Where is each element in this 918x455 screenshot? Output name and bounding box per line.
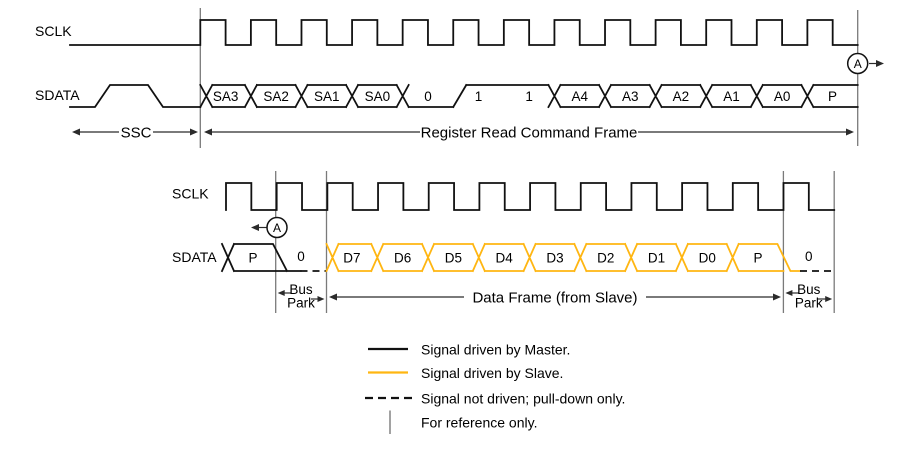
bus-cell-label-SA1: SA1 bbox=[314, 89, 340, 104]
slave-cell-label-D4: D4 bbox=[496, 251, 514, 266]
bus-cell-label-A0: A0 bbox=[774, 89, 791, 104]
branch-circle-top bbox=[846, 52, 869, 75]
master-park-cell-label: P bbox=[248, 251, 257, 266]
branch-marker-top: A bbox=[846, 52, 884, 75]
sdata-cells-slave: D7 D6 D5 D4 D3 D2 D1 D0 P bbox=[325, 242, 801, 273]
bus-park-left-right-arrowhead bbox=[317, 296, 325, 302]
bus-cell-label-A4: A4 bbox=[571, 89, 588, 104]
bus-cell-label-A3: A3 bbox=[622, 89, 639, 104]
data-frame-left-arrowhead bbox=[329, 293, 337, 301]
branch-circle-bottom bbox=[266, 216, 288, 239]
bus-park-left-level: 0 bbox=[297, 249, 305, 264]
ssc-span: SSC bbox=[72, 124, 198, 141]
bus-park-right-left-arrowhead bbox=[785, 290, 793, 296]
bus-cell-label-SA0: SA0 bbox=[365, 89, 391, 104]
bus-park-right-level: 0 bbox=[805, 249, 813, 264]
sdata-master-park-cell bbox=[220, 242, 302, 273]
branch-label-bottom: A bbox=[273, 221, 281, 235]
sdata-cells-top: SA3 SA2 SA1 SA0 0 1 1 A4 A3 A2 A1 A0 P bbox=[199, 83, 859, 109]
sclk-label-bottom: SCLK bbox=[172, 186, 209, 202]
command-frame-right-arrowhead bbox=[846, 128, 854, 136]
bus-park-right-line1: Bus bbox=[797, 282, 821, 297]
bus-park-left-line1: Bus bbox=[289, 282, 313, 297]
bus-park-right: Bus Park bbox=[785, 282, 833, 311]
legend-reference-label: For reference only. bbox=[421, 415, 537, 431]
slave-cell-label-D2: D2 bbox=[597, 251, 614, 266]
ssc-span-label: SSC bbox=[121, 124, 152, 141]
slave-cell-label-P: P bbox=[754, 251, 763, 266]
bus-cell-label-A1: A1 bbox=[723, 89, 740, 104]
sdata-label-bottom: SDATA bbox=[172, 249, 217, 265]
sclk-label-top: SCLK bbox=[35, 23, 72, 39]
data-frame-label-background bbox=[464, 290, 646, 305]
slave-cell-label-D5: D5 bbox=[445, 251, 462, 266]
data-frame-right-arrowhead bbox=[773, 293, 781, 301]
command-frame-span-label: Register Read Command Frame bbox=[421, 124, 638, 141]
slave-cell-label-D7: D7 bbox=[343, 251, 360, 266]
bus-park-right-line2: Park bbox=[795, 296, 823, 311]
data-frame-span-label: Data Frame (from Slave) bbox=[472, 289, 637, 306]
top-diagram: SA3 SA2 SA1 SA0 0 1 1 A4 A3 A2 A1 A0 P SCLK SDATA SS… bbox=[35, 8, 884, 148]
command-frame-span: Register Read Command Frame bbox=[204, 124, 854, 141]
bus-cell-label-A2: A2 bbox=[673, 89, 690, 104]
slave-cell-label-D0: D0 bbox=[699, 251, 716, 266]
slave-cell-label-D1: D1 bbox=[648, 251, 665, 266]
bus-cell-label-0: 0 bbox=[424, 89, 432, 104]
sdata-label-top: SDATA bbox=[35, 87, 80, 103]
sdata-bus-cells-outline-slave bbox=[325, 242, 801, 273]
bus-park-left: Bus Park bbox=[277, 282, 325, 311]
bus-cell-label-P: P bbox=[828, 89, 837, 104]
legend: Signal driven by Master. Signal driven b… bbox=[365, 342, 625, 434]
ssc-left-arrowhead bbox=[72, 128, 80, 136]
branch-arrowhead-top bbox=[876, 60, 884, 67]
ssc-right-arrowhead bbox=[190, 128, 198, 136]
slave-cell-label-D3: D3 bbox=[546, 251, 563, 266]
command-frame-left-arrowhead bbox=[204, 128, 212, 136]
bus-cell-label-1: 1 bbox=[475, 89, 483, 104]
bus-cell-label-SA2: SA2 bbox=[263, 89, 289, 104]
bottom-diagram: P 0 D7 D6 D5 D4 D3 D2 D1 D0 P 0 SCLK SDATA A Bus… bbox=[172, 171, 836, 313]
bus-cell-label-SA3: SA3 bbox=[213, 89, 239, 104]
slave-cell-label-D6: D6 bbox=[394, 251, 411, 266]
bus-cell-label-1: 1 bbox=[525, 89, 533, 104]
command-frame-label-background bbox=[420, 125, 638, 140]
branch-label-top: A bbox=[854, 57, 862, 71]
sdata-bus-cells-outline-top bbox=[199, 83, 859, 109]
branch-marker-bottom: A bbox=[251, 216, 288, 239]
branch-arrowhead-bottom bbox=[251, 224, 259, 231]
legend-slave-label: Signal driven by Slave. bbox=[421, 365, 563, 381]
ssc-label-background bbox=[119, 125, 153, 140]
legend-master-label: Signal driven by Master. bbox=[421, 342, 570, 358]
legend-not-driven-label: Signal not driven; pull-down only. bbox=[421, 391, 625, 407]
bus-park-right-right-arrowhead bbox=[825, 296, 833, 302]
data-frame-span: Data Frame (from Slave) bbox=[329, 289, 781, 306]
sdata-ssc-pulse bbox=[69, 84, 202, 108]
bus-park-left-left-arrowhead bbox=[277, 290, 285, 296]
sclk-waveform-top bbox=[69, 19, 859, 46]
bus-park-left-line2: Park bbox=[287, 296, 315, 311]
sclk-waveform-bottom bbox=[225, 182, 836, 211]
